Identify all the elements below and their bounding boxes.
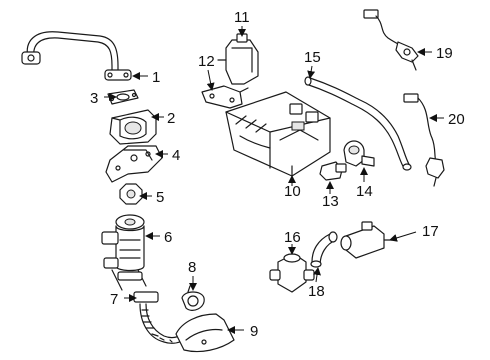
callout-1: 1 bbox=[152, 69, 160, 86]
callout-4: 4 bbox=[172, 147, 180, 164]
callout-11: 11 bbox=[234, 9, 250, 26]
callout-9: 9 bbox=[250, 323, 258, 340]
callout-7: 7 bbox=[110, 291, 118, 308]
egr-valve-adapter bbox=[109, 109, 157, 145]
callout-13: 13 bbox=[322, 193, 339, 210]
solenoid-valve bbox=[269, 253, 315, 293]
oxygen-sensor-upstream bbox=[363, 9, 419, 71]
callout-19: 19 bbox=[436, 45, 453, 62]
callout-16: 16 bbox=[284, 229, 301, 246]
charcoal-canister bbox=[225, 91, 331, 177]
vent-valve bbox=[340, 221, 393, 259]
callout-10: 10 bbox=[284, 183, 301, 200]
callout-labels: 1 2 3 4 5 6 7 8 9 10 11 12 13 14 15 16 1… bbox=[90, 9, 465, 340]
callout-6: 6 bbox=[164, 229, 172, 246]
heat-shield bbox=[175, 313, 235, 353]
vapor-hose bbox=[304, 76, 412, 171]
callout-5: 5 bbox=[156, 189, 164, 206]
callout-3: 3 bbox=[90, 90, 98, 107]
callout-20: 20 bbox=[448, 111, 465, 128]
callout-2: 2 bbox=[167, 110, 175, 127]
bushing bbox=[119, 183, 143, 205]
callout-17: 17 bbox=[422, 223, 439, 240]
egr-pipe bbox=[21, 31, 132, 81]
callout-8: 8 bbox=[188, 259, 196, 276]
callout-18: 18 bbox=[308, 283, 325, 300]
purge-valve bbox=[343, 140, 375, 167]
egr-bracket bbox=[105, 145, 163, 183]
egr-cooler bbox=[101, 214, 147, 291]
canister-bracket bbox=[201, 85, 249, 109]
oxygen-sensor-downstream bbox=[403, 93, 445, 187]
short-hose bbox=[310, 231, 338, 268]
vapor-reservoir bbox=[217, 33, 259, 85]
callout-12: 12 bbox=[198, 53, 215, 70]
callout-14: 14 bbox=[356, 183, 373, 200]
callout-15: 15 bbox=[304, 49, 321, 66]
leader-lines bbox=[104, 26, 444, 334]
pressure-sensor bbox=[319, 161, 347, 181]
